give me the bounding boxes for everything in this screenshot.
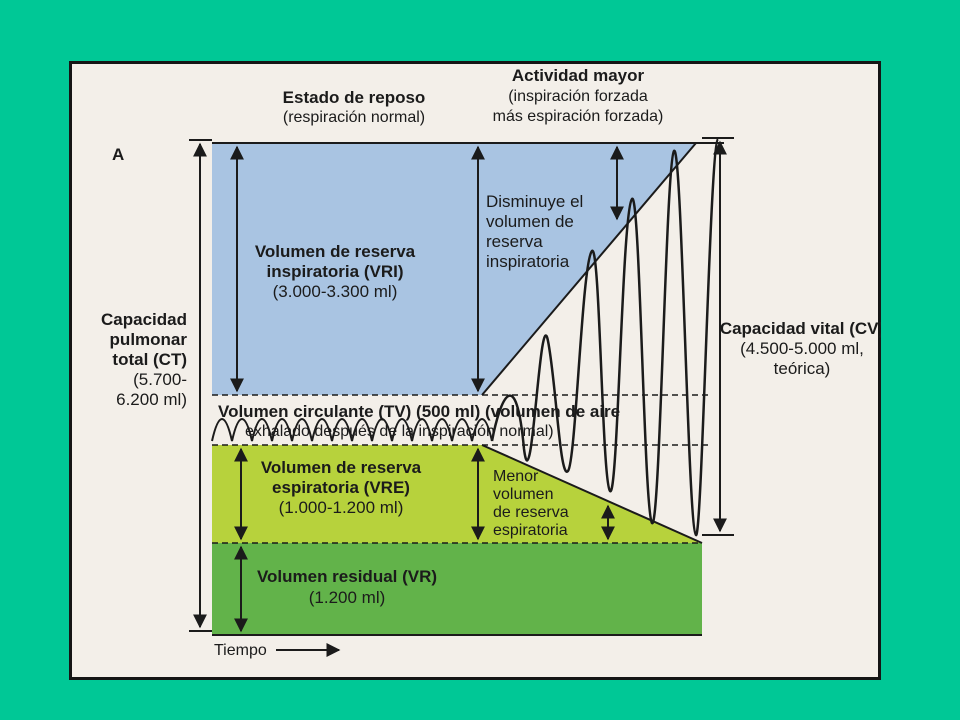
- irv-region: [212, 143, 482, 395]
- erv-label-line-1: Volumen de reserva: [261, 458, 422, 477]
- erv-decrease-line-3: de reserva: [493, 504, 569, 521]
- irv-diagonal-line: [481, 142, 697, 396]
- time-label: Tiempo: [214, 642, 267, 659]
- forced-breathing-wave: [490, 137, 720, 537]
- erv-range: (1.000-1.200 ml): [279, 498, 404, 517]
- irv-label-line-1: Volumen de reserva: [255, 242, 416, 261]
- tidal-label-line-2: exhalado después de la inspiración norma…: [245, 423, 554, 440]
- tlc-label-line-2: pulmonar: [110, 330, 188, 349]
- vc-range: (4.500-5.000 ml,: [740, 339, 864, 358]
- erv-label-line-2: espiratoria (VRE): [272, 478, 410, 497]
- panel-letter: A: [112, 145, 124, 164]
- irv-decrease-line-4: inspiratoria: [486, 252, 570, 271]
- rv-range: (1.200 ml): [309, 588, 386, 607]
- tidal-breathing-wave: [211, 418, 493, 442]
- erv-decrease-line-4: espiratoria: [493, 522, 568, 539]
- rest-state-subtitle: (respiración normal): [283, 109, 425, 126]
- activity-line-2: más espiración forzada): [493, 108, 664, 125]
- irv-decrease-line-2: volumen de: [486, 212, 574, 231]
- tlc-label-line-3: total (CT): [112, 350, 187, 369]
- vc-note: teórica): [774, 359, 831, 378]
- erv-diagonal-line: [481, 444, 703, 544]
- rest-state-title: Estado de reposo: [283, 88, 426, 107]
- tlc-label-line-1: Capacidad: [101, 310, 187, 329]
- irv-range: (3.000-3.300 ml): [273, 282, 398, 301]
- irv-decrease-line-3: reserva: [486, 232, 543, 251]
- tlc-range-line-2: 6.200 ml): [116, 390, 187, 409]
- activity-line-1: (inspiración forzada: [508, 88, 648, 105]
- irv-label-line-2: inspiratoria (VRI): [267, 262, 404, 281]
- irv-decrease-line-1: Disminuye el: [486, 192, 583, 211]
- erv-region: [212, 445, 482, 543]
- activity-title: Actividad mayor: [512, 66, 645, 85]
- vc-label-line-1: Capacidad vital (CV): [720, 319, 881, 338]
- rv-region: [212, 543, 702, 635]
- rv-label-line-1: Volumen residual (VR): [257, 567, 437, 586]
- lung-volumes-diagram: A Estado de reposo (respiración normal) …: [101, 66, 881, 659]
- tlc-range-line-1: (5.700-: [133, 370, 187, 389]
- tidal-label-line-1: Volumen circulante (TV) (500 ml) (volume…: [218, 402, 620, 421]
- erv-decrease-line-2: volumen: [493, 486, 553, 503]
- erv-decrease-line-1: Menor: [493, 468, 539, 485]
